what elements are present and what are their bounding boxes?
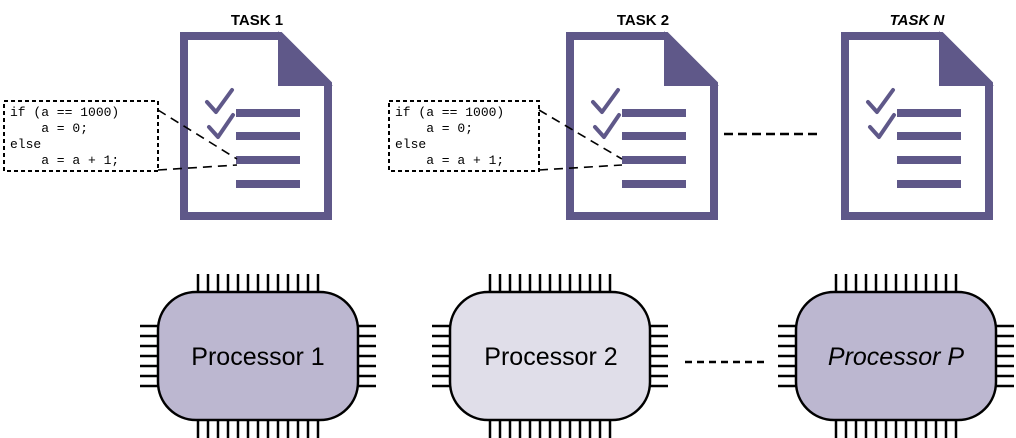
chip-pins [140,274,376,438]
code-callout-task-1: if (a == 1000) a = 0; else a = a + 1; [3,100,238,172]
document-line [236,109,300,117]
check-mark-icon [866,88,895,114]
task-n-title: TASK N [890,12,946,29]
task-n-document-icon [841,31,994,220]
task-1-document-icon [180,31,333,220]
processor-p-label: Processor P [828,343,964,371]
chip-body [794,290,998,422]
document-line [622,109,686,117]
code-line: if (a == 1000) [395,105,504,120]
check-mark-icon [593,113,621,139]
document-line [236,180,300,188]
processor-1-label: Processor 1 [191,343,324,371]
code-line: else [395,137,426,152]
document-fold [664,31,719,86]
document-line [897,109,961,117]
document-line [622,132,686,140]
document-line [897,180,961,188]
document-line [622,156,686,164]
code-line: a = a + 1; [10,153,119,168]
code-line: if (a == 1000) [10,105,119,120]
task-2-title: TASK 2 [617,12,669,29]
processor-2-chip-icon [432,274,668,438]
document-fold [278,31,333,86]
task-1-title: TASK 1 [231,12,283,29]
check-mark-icon [207,113,235,139]
code-line: a = 0; [395,121,473,136]
document-line [236,156,300,164]
document-line [897,132,961,140]
code-line: a = 0; [10,121,88,136]
check-mark-icon [591,88,620,114]
processor-p-chip-icon [778,274,1014,438]
document-line [236,132,300,140]
chip-body [448,290,652,422]
check-mark-icon [205,88,234,114]
document-line [622,180,686,188]
chip-pins [432,274,668,438]
code-line: a = a + 1; [395,153,504,168]
check-mark-icon [868,113,896,139]
processor-2-label: Processor 2 [484,343,617,371]
processor-1-chip-icon [140,274,376,438]
task-2-document-icon [566,31,719,220]
chip-pins [778,274,1014,438]
document-fold [939,31,994,86]
code-line: else [10,137,41,152]
code-callout-task-2: if (a == 1000) a = 0; else a = a + 1; [388,100,623,172]
chip-body [156,290,360,422]
document-line [897,156,961,164]
